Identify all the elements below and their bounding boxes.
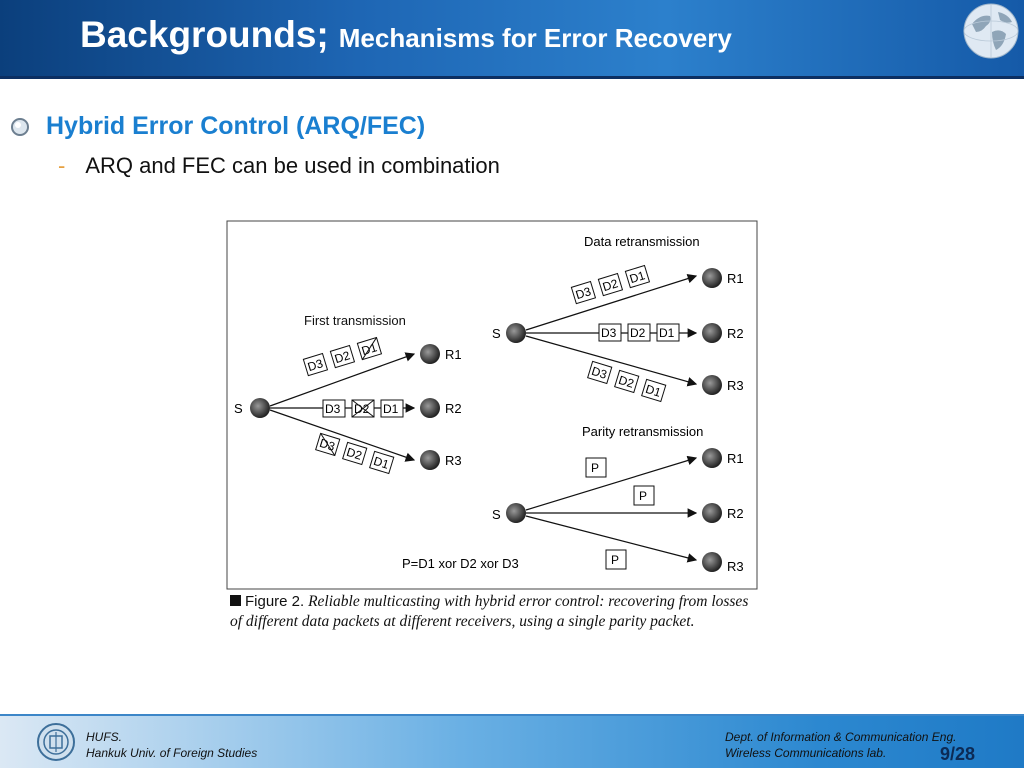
figure-caption: Figure 2. Reliable multicasting with hyb… xyxy=(230,592,764,632)
hybrid-arq-fec-diagram: First transmission S R1 R2 R3 D3 D2 D1 D… xyxy=(226,220,758,590)
sender-label: S xyxy=(492,507,501,522)
bullet-orb-icon xyxy=(11,117,29,136)
sender-node xyxy=(250,398,270,418)
packet-label: D1 xyxy=(644,382,663,400)
sub-bullet: -ARQ and FEC can be used in combination xyxy=(58,153,500,179)
packet-label: D1 xyxy=(659,326,675,340)
receiver-label: R3 xyxy=(445,453,462,468)
caption-text: Reliable multicasting with hybrid error … xyxy=(230,593,749,630)
packet-box xyxy=(598,323,622,342)
title-bar-divider xyxy=(0,76,1024,79)
packet-box xyxy=(597,272,624,297)
packet-box xyxy=(322,399,346,418)
parity-label: P xyxy=(611,553,619,567)
slide-title-main: Backgrounds; xyxy=(80,14,329,55)
title-bar xyxy=(0,0,1024,78)
receiver-label: R1 xyxy=(727,451,744,466)
packet-box xyxy=(369,450,395,475)
loss-mark xyxy=(320,433,336,456)
packet-label: D1 xyxy=(372,454,391,472)
packet-box xyxy=(627,323,651,342)
receiver-label: R2 xyxy=(445,401,462,416)
receiver-node xyxy=(702,448,722,468)
loss-mark xyxy=(361,337,377,360)
footer-divider xyxy=(0,714,1024,717)
receiver-node xyxy=(702,375,722,395)
slide-title-sub: Mechanisms for Error Recovery xyxy=(338,23,732,53)
receiver-node xyxy=(420,398,440,418)
footer-dept: Dept. of Information & Communication Eng… xyxy=(725,730,957,744)
packet-label: D3 xyxy=(306,356,325,374)
data-retransmission-label: Data retransmission xyxy=(584,234,700,249)
packet-box xyxy=(656,323,680,342)
packet-label: D2 xyxy=(333,348,352,366)
packet-label: D2 xyxy=(617,373,636,391)
first-transmission-label: First transmission xyxy=(304,313,406,328)
footer-org-full: Hankuk Univ. of Foreign Studies xyxy=(86,746,258,760)
packet-box xyxy=(641,378,667,403)
receiver-node xyxy=(702,268,722,288)
sender-node xyxy=(506,503,526,523)
sender-label: S xyxy=(492,326,501,341)
packet-box xyxy=(624,264,651,289)
footer-bar xyxy=(0,716,1024,768)
packet-box xyxy=(342,441,368,466)
packet-box xyxy=(329,344,356,369)
parity-packet xyxy=(605,549,627,570)
parity-label: P xyxy=(591,461,599,475)
footer-lab: Wireless Communications lab. xyxy=(725,746,887,760)
university-seal-icon xyxy=(37,723,75,761)
globe-icon xyxy=(963,3,1019,59)
packet-box xyxy=(570,280,597,305)
caption-label: Figure 2. xyxy=(245,593,305,610)
packet-label: D3 xyxy=(590,364,609,382)
loss-mark xyxy=(351,399,375,418)
receiver-label: R3 xyxy=(727,559,744,574)
footer-org-short: HUFS. xyxy=(86,730,122,744)
packet-label: D2 xyxy=(630,326,646,340)
packet-label: D1 xyxy=(383,402,399,416)
packet-box xyxy=(302,352,329,377)
dash-marker: - xyxy=(58,153,66,178)
receiver-node xyxy=(702,552,722,572)
parity-formula: P=D1 xor D2 xor D3 xyxy=(402,556,519,571)
packet-box xyxy=(614,369,640,394)
page-number: 9/28 xyxy=(940,744,976,764)
receiver-label: R3 xyxy=(727,378,744,393)
bullet-item: Hybrid Error Control (ARQ/FEC) xyxy=(10,112,425,141)
sub-bullet-text: ARQ and FEC can be used in combination xyxy=(85,153,500,178)
parity-packet xyxy=(633,485,655,506)
receiver-label: R2 xyxy=(727,506,744,521)
slide-title: Backgrounds; Mechanisms for Error Recover… xyxy=(80,14,732,56)
bullet-heading: Hybrid Error Control (ARQ/FEC) xyxy=(46,112,426,140)
receiver-node xyxy=(702,323,722,343)
sender-label: S xyxy=(234,401,243,416)
sender-node xyxy=(506,323,526,343)
packet-box xyxy=(380,399,404,418)
receiver-node xyxy=(420,344,440,364)
receiver-label: R2 xyxy=(727,326,744,341)
parity-packet xyxy=(585,457,607,478)
receiver-label: R1 xyxy=(445,347,462,362)
packet-box xyxy=(587,360,613,385)
caption-square-icon xyxy=(230,595,241,606)
packet-label: D3 xyxy=(601,326,617,340)
packet-label: D3 xyxy=(574,284,593,302)
receiver-label: R1 xyxy=(727,271,744,286)
parity-retransmission-label: Parity retransmission xyxy=(582,424,703,439)
packet-label: D2 xyxy=(601,276,620,294)
receiver-node xyxy=(702,503,722,523)
packet-label: D2 xyxy=(345,445,364,463)
packet-label: D1 xyxy=(628,268,647,286)
packet-label: D3 xyxy=(325,402,341,416)
receiver-node xyxy=(420,450,440,470)
parity-label: P xyxy=(639,489,647,503)
